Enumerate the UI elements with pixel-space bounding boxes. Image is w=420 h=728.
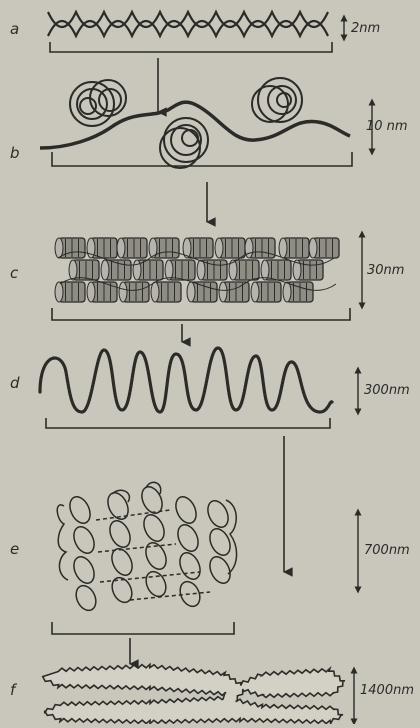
stage-e-condensed-section [57,482,236,613]
stage-b-letter: b [10,146,20,161]
nucleosome-stack-18 [55,282,85,302]
stage-d-looped-domains [40,348,332,412]
stage-b-scale-label: 10 nm [366,120,408,133]
nucleosome-stack-5 [183,238,213,258]
nucleosome-stack-9 [309,238,339,258]
stage-a-letter: a [10,22,19,37]
stage-a-bracket [50,42,332,52]
nucleosome-b2 [160,118,208,168]
nucleosome-stack-25 [283,282,313,302]
stage-c-solenoid-fiber [55,238,339,302]
stage-a-scale-label: 2nm [351,22,380,35]
stage-c-bracket [52,308,350,320]
nucleosome-stack-20 [119,282,149,302]
stage-d-bracket [46,418,330,428]
nucleosome-stack-13 [165,260,195,280]
coil-column-4 [172,494,204,610]
nucleosome-stack-7 [245,238,275,258]
stage-e-bracket [52,622,234,634]
nucleosome-stack-8 [279,238,309,258]
nucleosome-stack-23 [219,282,249,302]
stage-a-dna-helix [48,12,328,36]
nucleosome-stack-24 [251,282,281,302]
stage-d-letter: d [10,376,20,391]
nucleosome-stack-10 [69,260,99,280]
stage-d-scale-label: 300nm [364,384,410,397]
stage-e-scale-label: 700nm [364,544,410,557]
stage-c-scale-label: 30nm [367,264,404,277]
nucleosome-stack-12 [133,260,163,280]
nucleosome-stack-15 [229,260,259,280]
nucleosome-stack-3 [117,238,147,258]
coil-column-3 [138,482,170,599]
nucleosome-stack-6 [215,238,245,258]
coil-column-5 [204,498,237,587]
nucleosome-stack-19 [87,282,117,302]
nucleosome-stack-4 [149,238,179,258]
coil-column-1 [57,494,99,614]
nucleosome-stack-1 [55,238,85,258]
stage-f-metaphase-chromosome [43,664,345,723]
nucleosome-stack-16 [261,260,291,280]
stage-f-scale-label: 1400nm [360,684,414,697]
coil-column-2 [104,490,136,606]
nucleosome-b1 [70,80,126,126]
nucleosome-b3 [252,78,302,122]
nucleosome-stack-21 [151,282,181,302]
stage-c-letter: c [10,266,18,281]
nucleosome-stack-2 [87,238,117,258]
nucleosome-stack-14 [197,260,227,280]
stage-e-letter: e [10,542,19,557]
stage-b-nucleosome-fiber [40,78,350,168]
stage-f-letter: f [10,683,15,698]
